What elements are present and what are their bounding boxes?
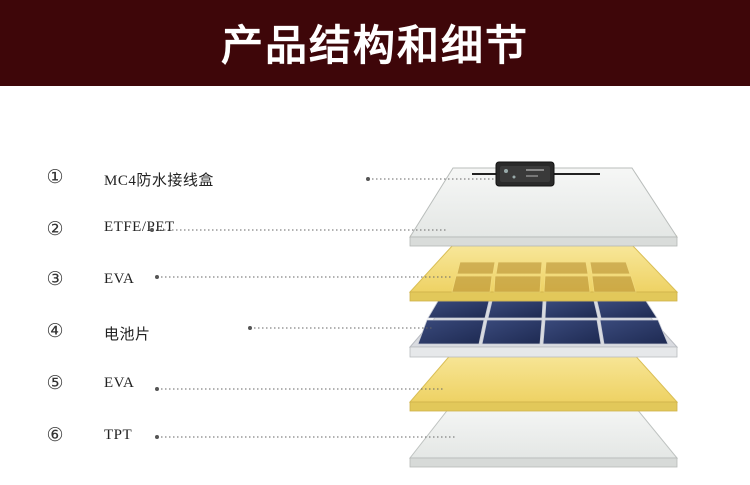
layer-3-number: ③	[46, 268, 64, 290]
layer-2-number: ②	[46, 218, 64, 240]
layer-5-number: ⑤	[46, 372, 64, 394]
layer-4-label: 电池片	[104, 327, 151, 343]
top-glass-layer	[409, 167, 678, 247]
header-banner	[0, 0, 750, 86]
eva-bottom-layer	[408, 351, 679, 412]
eva-top-layer	[408, 244, 679, 302]
layer-1-label: MC4防水接线盒	[104, 173, 214, 189]
layer-6-number: ⑥	[46, 424, 64, 446]
layer-1-number: ①	[46, 166, 64, 188]
layer-4-number: ④	[46, 320, 64, 342]
leader-line-6	[155, 435, 455, 439]
layer-2-label: ETFE/PET	[104, 219, 175, 235]
leader-line-1	[366, 177, 494, 181]
solar-cell-layer	[408, 296, 679, 358]
leader-line-2	[150, 228, 446, 232]
layer-5-label: EVA	[104, 375, 135, 391]
tpt-backsheet-layer	[408, 402, 679, 468]
leader-line-5	[155, 387, 444, 391]
page-title: 产品结构和细节	[220, 21, 529, 70]
mc4-junction-box	[472, 161, 600, 187]
leader-line-3	[155, 275, 452, 279]
layer-3-label: EVA	[104, 271, 135, 287]
layer-6-label: TPT	[104, 427, 133, 443]
leader-line-4	[248, 326, 432, 330]
